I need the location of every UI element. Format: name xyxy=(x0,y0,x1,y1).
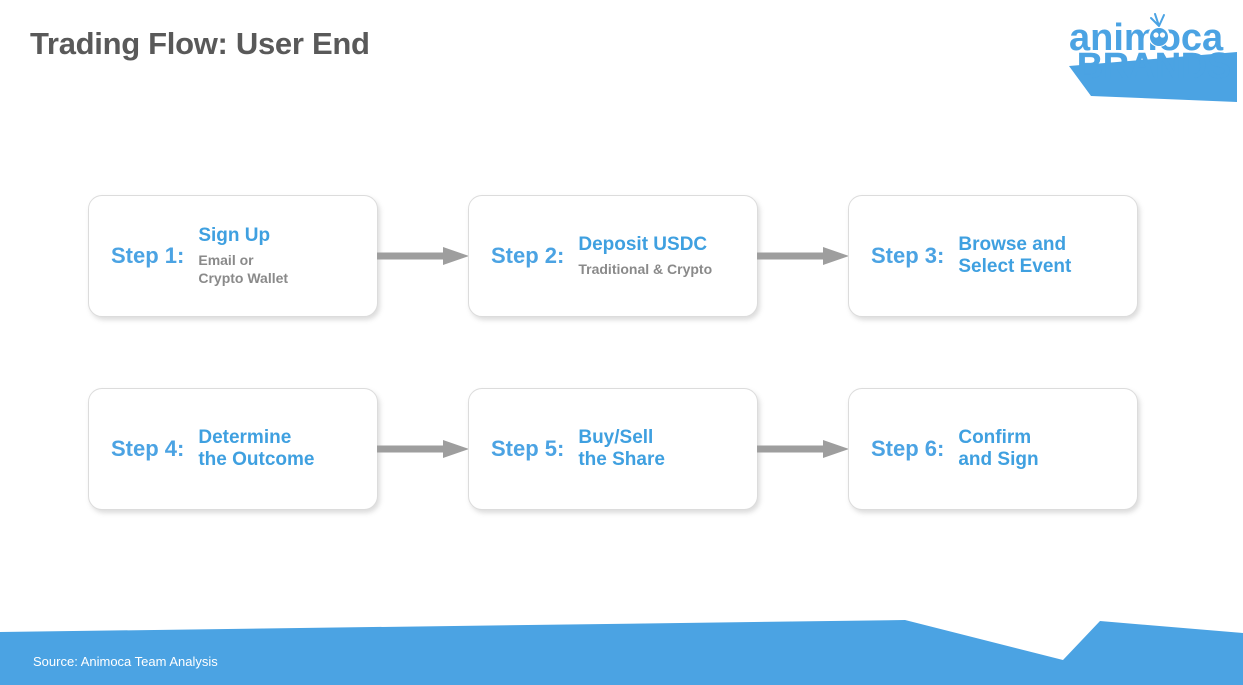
step-label-6: Step 6: xyxy=(871,436,945,461)
step-label-4: Step 4: xyxy=(111,436,185,461)
step-title-3: Browse and Select Event xyxy=(958,233,1072,277)
step-label-1: Step 1: xyxy=(111,243,185,268)
arrow-right-icon-2 xyxy=(757,195,849,317)
step-label-2: Step 2: xyxy=(491,243,565,268)
logo-word-brands: BRANDS xyxy=(1077,45,1231,86)
step-content-4: Determine the Outcome xyxy=(194,427,377,472)
step-content-6: Confirm and Sign xyxy=(954,427,1137,472)
step-label-3: Step 3: xyxy=(871,243,945,268)
arrow-right-icon-1 xyxy=(377,195,469,317)
logo-word-animoca: animoca xyxy=(1069,17,1224,59)
step-content-1: Sign Up Email or Crypto Wallet xyxy=(194,225,377,287)
logo-banner-shape xyxy=(1069,52,1237,102)
step-box-3[interactable]: Step 3: Browse and Select Event xyxy=(848,195,1138,317)
step-box-5[interactable]: Step 5: Buy/Sell the Share xyxy=(468,388,758,510)
step-title-5: Buy/Sell the Share xyxy=(578,426,665,470)
step-title-4: Determine the Outcome xyxy=(198,426,315,470)
footer-band-shape xyxy=(0,620,1243,685)
arrow-right-icon-4 xyxy=(757,388,849,510)
step-box-1[interactable]: Step 1: Sign Up Email or Crypto Wallet xyxy=(88,195,378,317)
step-content-3: Browse and Select Event xyxy=(954,234,1137,279)
step-subtitle-2: Traditional & Crypto xyxy=(578,260,713,277)
flow-row-1: Step 1: Sign Up Email or Crypto Wallet xyxy=(88,195,1138,317)
arrow-right-icon-3 xyxy=(377,388,469,510)
step-title-2: Deposit USDC xyxy=(578,234,708,256)
footer-source-text: Source: Animoca Team Analysis xyxy=(33,654,218,669)
step-box-4[interactable]: Step 4: Determine the Outcome xyxy=(88,388,378,510)
step-label-5: Step 5: xyxy=(491,436,565,461)
orb-icon xyxy=(1148,13,1170,47)
flow-row-2: Step 4: Determine the Outcome Step 5: xyxy=(88,388,1138,510)
step-subtitle-1: Email or Crypto Wallet xyxy=(198,251,289,286)
step-title-6: Confirm and Sign xyxy=(958,426,1039,470)
page-title: Trading Flow: User End xyxy=(30,26,370,61)
footer-band xyxy=(0,599,1243,685)
step-box-2[interactable]: Step 2: Deposit USDC Traditional & Crypt… xyxy=(468,195,758,317)
flow-diagram: Step 1: Sign Up Email or Crypto Wallet xyxy=(88,195,1138,515)
step-content-2: Deposit USDC Traditional & Crypto xyxy=(574,234,757,278)
step-content-5: Buy/Sell the Share xyxy=(574,427,757,472)
step-title-1: Sign Up xyxy=(198,225,271,247)
step-box-6[interactable]: Step 6: Confirm and Sign xyxy=(848,388,1138,510)
animoca-brands-logo: animoca BRANDS xyxy=(1061,6,1237,106)
